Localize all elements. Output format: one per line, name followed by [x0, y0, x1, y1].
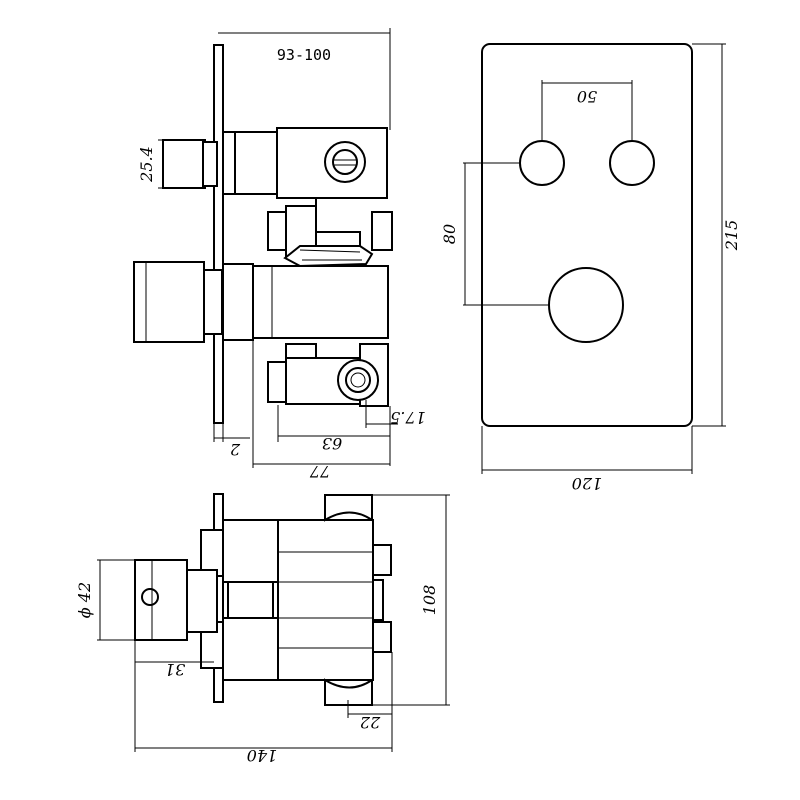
lower-body-cap — [222, 617, 279, 681]
dim-knob-projection: 31 — [165, 660, 185, 679]
thermostat-dial — [548, 267, 624, 343]
dim-outlet-depth: 22 — [360, 713, 381, 732]
knob-spindle-collar — [203, 269, 223, 335]
upper-outlet-inner — [332, 149, 358, 175]
main-body — [277, 519, 374, 681]
dim-cartridge-width: 25.4 — [137, 146, 156, 183]
dim-button-spacing: 50 — [577, 87, 597, 106]
dim-vertical-spacing: 80 — [440, 224, 459, 244]
side-view-bottom: ϕ 42 31 108 22 140 — [75, 493, 450, 765]
upper-left-nipple — [267, 211, 287, 251]
upper-right-fitting — [372, 544, 392, 576]
center-right-fitting — [372, 579, 384, 621]
button-right — [609, 140, 655, 186]
dim-body-height: 108 — [420, 585, 439, 616]
dim-overall-depth: 77 — [309, 462, 330, 481]
model-code: 93-100 — [277, 46, 331, 64]
dim-outlet-offset: 17.5 — [390, 408, 426, 427]
lower-right-fitting — [372, 621, 392, 653]
button-left — [519, 140, 565, 186]
lower-outlet-cap — [324, 678, 373, 706]
dim-knob-diameter: ϕ 42 — [75, 582, 94, 618]
dim-plate-height: 215 — [722, 220, 741, 252]
thermostat-knob — [133, 261, 205, 343]
cartridge-flange — [222, 131, 236, 195]
dim-plate-width: 120 — [572, 474, 603, 493]
lower-outlet-inner — [345, 367, 371, 393]
face-plate — [481, 43, 693, 427]
knob-housing — [222, 263, 254, 341]
dim-overall-length: 140 — [247, 746, 278, 765]
center-coupler — [227, 581, 274, 619]
dim-body-depth: 63 — [322, 434, 342, 453]
cartridge-stem — [162, 139, 206, 189]
knob-collar — [186, 569, 218, 633]
cartridge-collar — [202, 141, 218, 187]
central-body — [252, 265, 389, 339]
upper-right-nut — [371, 211, 393, 251]
front-view: 50 80 215 120 — [440, 43, 741, 493]
dim-plate-thickness: 2 — [230, 440, 241, 459]
back-plate — [213, 44, 224, 424]
upper-body-cap — [222, 519, 279, 583]
side-view-top: 93-100 25.4 2 63 17.5 77 — [133, 28, 426, 481]
lower-left-nipple — [267, 361, 287, 403]
thermostat-arm — [283, 245, 374, 268]
knob-indicator — [141, 588, 159, 606]
upper-outlet-cap — [324, 494, 373, 522]
cartridge-body — [234, 131, 278, 195]
